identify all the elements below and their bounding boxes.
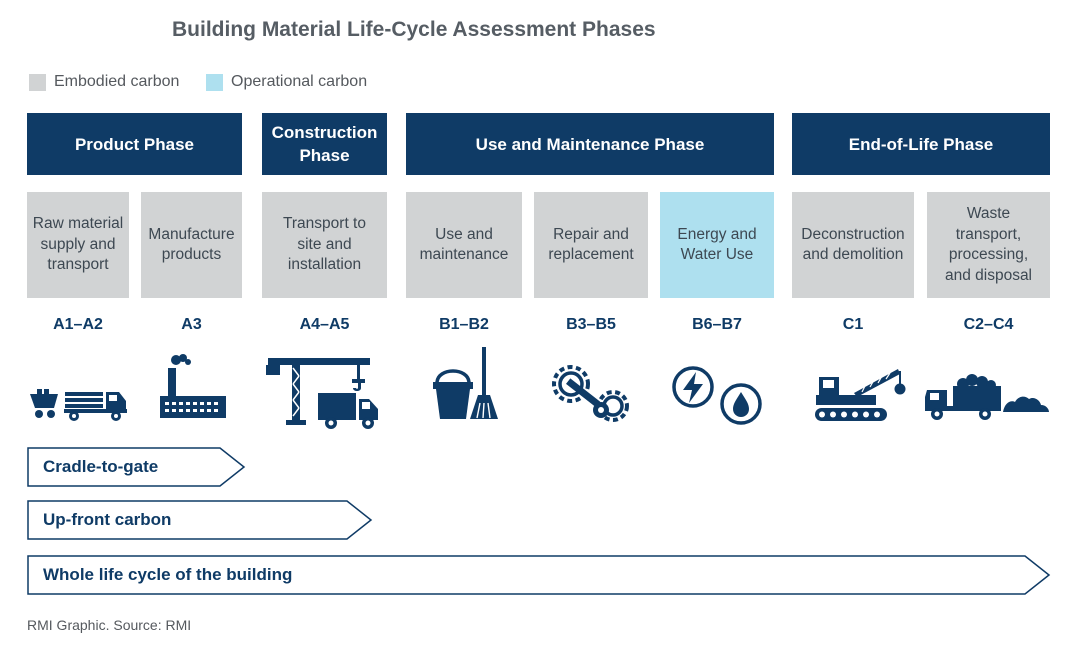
code-b6-b7: B6–B7 — [692, 316, 742, 333]
stage-c2-c4: Waste transport, processing, and disposa… — [927, 192, 1050, 298]
stage-b3-b5: Repair and replacement — [534, 192, 648, 298]
stage-a4-a5: Transport to site and installation — [262, 192, 387, 298]
cart-truck-icon — [28, 380, 128, 422]
bucket-broom-icon — [430, 345, 502, 421]
up-front-carbon-label: Up-front carbon — [43, 510, 172, 529]
legend-operational: Operational carbon — [206, 73, 367, 91]
chart-title: Building Material Life-Cycle Assessment … — [172, 18, 656, 41]
stage-b1-b2: Use and maintenance — [406, 192, 522, 298]
stage-a1-a2: Raw material supply and transport — [27, 192, 129, 298]
stage-c1: Deconstruction and demolition — [792, 192, 914, 298]
code-c2-c4: C2–C4 — [963, 316, 1014, 333]
code-b1-b2: B1–B2 — [439, 316, 489, 333]
stage-b6-b7: Energy and Water Use — [660, 192, 774, 298]
code-c1: C1 — [842, 316, 864, 333]
gears-wrench-icon — [549, 360, 633, 426]
embodied-swatch — [29, 73, 46, 91]
cradle-to-gate-arrow: Cradle-to-gate — [27, 447, 246, 487]
code-a1-a2: A1–A2 — [53, 316, 103, 333]
operational-swatch — [206, 73, 223, 91]
up-front-carbon-arrow: Up-front carbon — [27, 500, 373, 540]
dump-truck-icon — [925, 372, 1051, 422]
crane-truck-icon — [266, 354, 380, 432]
legend-embodied-label: Embodied carbon — [54, 73, 180, 90]
whole-life-cycle-label: Whole life cycle of the building — [43, 565, 293, 584]
product-phase-header: Product Phase — [27, 113, 242, 175]
legend-operational-label: Operational carbon — [231, 73, 368, 90]
legend-embodied: Embodied carbon — [29, 73, 179, 91]
construction-phase-header: Construction Phase — [262, 113, 387, 175]
demolition-crane-icon — [814, 365, 910, 423]
cradle-to-gate-label: Cradle-to-gate — [43, 457, 159, 476]
whole-life-cycle-arrow: Whole life cycle of the building — [27, 555, 1051, 595]
use-phase-header: Use and Maintenance Phase — [406, 113, 774, 175]
source-note: RMI Graphic. Source: RMI — [27, 617, 192, 633]
end-of-life-phase-header: End-of-Life Phase — [792, 113, 1050, 175]
energy-water-icon — [672, 365, 768, 425]
factory-icon — [159, 352, 227, 420]
code-a4-a5: A4–A5 — [299, 316, 350, 333]
code-b3-b5: B3–B5 — [566, 316, 616, 333]
code-a3: A3 — [181, 316, 202, 333]
stage-a3: Manufacture products — [141, 192, 242, 298]
